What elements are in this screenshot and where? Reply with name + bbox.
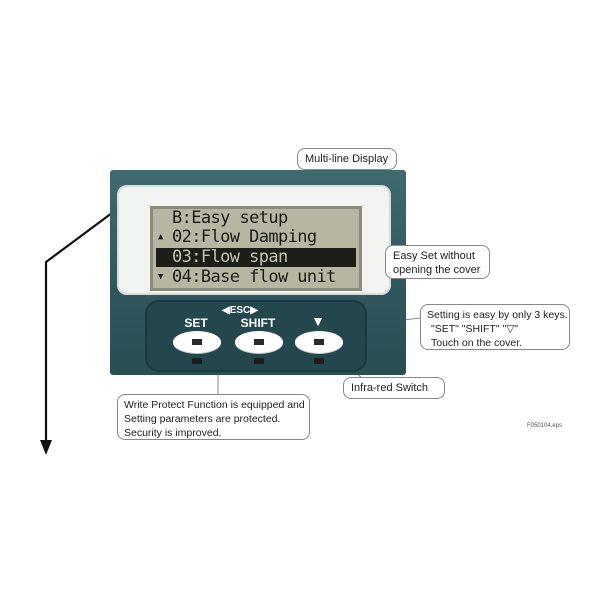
shift-key-label: SHIFT [240,316,276,330]
lcd-row-base-flow-unit: ▼04:Base flow unit [158,267,336,287]
scroll-up-icon: ▲ [158,232,163,242]
shift-key-sensor [254,358,264,364]
set-key[interactable] [173,331,221,353]
callout-write-protect: Write Protect Function is equipped and S… [117,394,310,440]
set-key-sensor [192,358,202,364]
callout-multiline-display: Multi-line Display [297,148,397,170]
down-key-sensor [314,358,324,364]
down-key-label: ▼ [311,313,325,329]
figure-id: F050104.eps [527,423,563,429]
down-key[interactable] [295,331,343,353]
shift-key[interactable] [235,331,283,353]
lcd-row-flow-span-selected: 03:Flow span [156,248,356,267]
scroll-down-icon: ▼ [158,272,163,282]
lcd-display: B:Easy setup ▲02:Flow Damping 03:Flow sp… [150,206,362,291]
set-key-label: SET [184,316,208,330]
esc-label: ◀ESC▶ [222,305,258,316]
callout-infrared-switch: Infra-red Switch [343,377,445,399]
expansion-arrow-line [44,209,117,442]
lcd-row-menu-title: B:Easy setup [172,208,288,228]
lcd-row-flow-damping: ▲02:Flow Damping [158,227,317,247]
callout-easy-set: Easy Set without opening the cover [385,245,490,279]
callout-three-keys: Setting is easy by only 3 keys. "SET" "S… [420,304,570,350]
expansion-arrow-head [40,440,52,455]
